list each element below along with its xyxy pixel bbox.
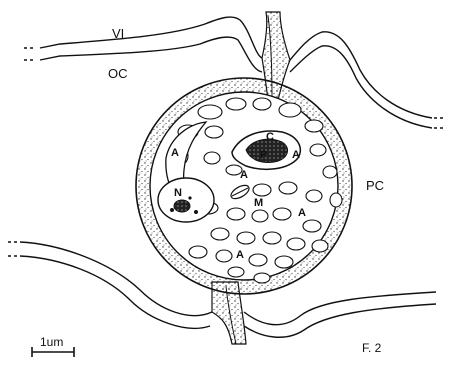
scale-bar-label: 1um <box>40 335 63 349</box>
figure-number: F. 2 <box>362 341 382 355</box>
label-c: C <box>266 131 274 143</box>
nucleus <box>158 178 214 222</box>
label-vi: VI <box>112 26 124 41</box>
label-a-left: A <box>171 147 179 159</box>
label-n: N <box>174 187 182 199</box>
label-m: M <box>254 197 263 209</box>
label-pc: PC <box>366 178 384 193</box>
label-p: P <box>260 149 267 161</box>
label-a-lower-right: A <box>298 207 306 219</box>
label-oc: OC <box>108 66 128 81</box>
label-a-bottom: A <box>236 249 244 261</box>
label-a-right: A <box>292 149 300 161</box>
label-a-center: A <box>240 169 248 181</box>
